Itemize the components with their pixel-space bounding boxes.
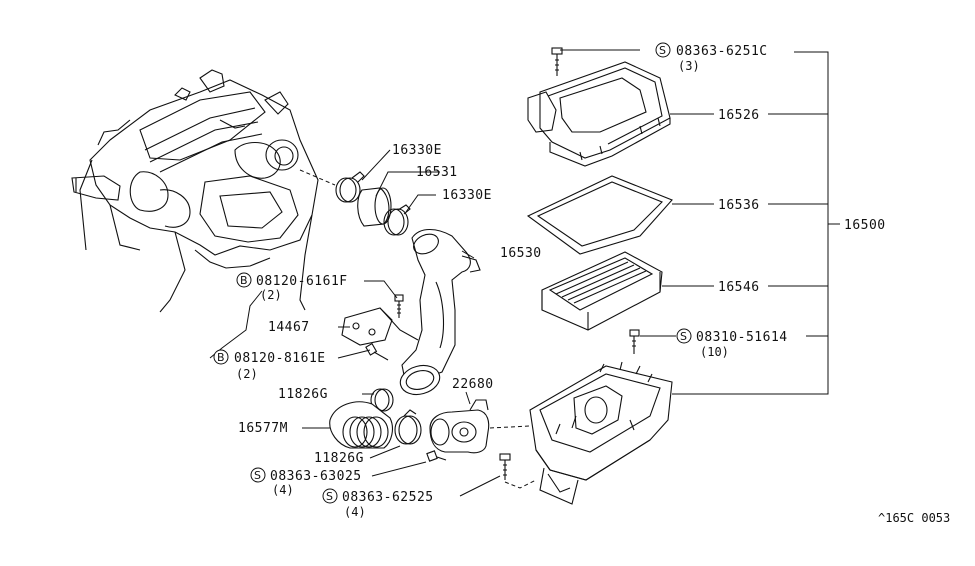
- label-16330E-bottom: 16330E: [442, 188, 492, 203]
- label-14467: 14467: [268, 320, 310, 335]
- callout-08363-63025: S 08363-63025 (4): [250, 467, 362, 497]
- screw-symbol: S: [326, 490, 333, 503]
- bolt-08120-8161E-icon: [365, 342, 389, 361]
- qty-08120-8161E: (2): [236, 367, 258, 381]
- filter-element-16546: [541, 251, 663, 331]
- label-08363-63025: 08363-63025: [270, 469, 362, 484]
- label-08120-8161E: 08120-8161E: [234, 351, 326, 366]
- qty-08120-6161F: (2): [260, 288, 282, 302]
- screw-08310-51614-icon: [629, 329, 640, 354]
- label-22680: 22680: [452, 377, 494, 392]
- qty-08363-6251C: (3): [678, 59, 700, 73]
- callout-08120-8161E: B 08120-8161E (2): [213, 349, 326, 381]
- bolt-08120-6161F-icon: [394, 294, 404, 318]
- label-16526: 16526: [718, 108, 760, 123]
- label-11826G-bottom: 11826G: [314, 451, 364, 466]
- label-16536: 16536: [718, 198, 760, 213]
- label-08363-6251C: 08363-6251C: [676, 44, 768, 59]
- clamp-16330E-top: [335, 171, 365, 203]
- air-cleaner-lower-case: [529, 361, 673, 505]
- bolt-symbol: B: [240, 274, 248, 287]
- label-11826G-top: 11826G: [278, 387, 328, 402]
- screw-symbol: S: [254, 469, 261, 482]
- clamp-11826G-bottom: [394, 409, 422, 445]
- connector-dash: [489, 425, 531, 429]
- label-16531: 16531: [416, 165, 458, 180]
- label-08310-51614: 08310-51614: [696, 330, 788, 345]
- bolt-symbol: B: [217, 351, 225, 364]
- gasket-16536: [526, 175, 673, 255]
- clamp-16330E-bottom: [383, 204, 411, 236]
- callout-08310-51614: S 08310-51614 (10): [676, 328, 788, 359]
- hose-16577M: [329, 401, 393, 449]
- screw-08363-62525-icon: [499, 453, 511, 480]
- screw-symbol: S: [680, 330, 687, 343]
- air-cleaner-cover-16526: [527, 61, 671, 167]
- bracket-14467: [341, 307, 419, 346]
- screw-08363-6251C-icon: [551, 47, 563, 76]
- qty-08363-63025: (4): [272, 483, 294, 497]
- hose-16531: [357, 187, 392, 227]
- qty-08363-62525: (4): [344, 505, 366, 519]
- engine-illustration: [71, 69, 319, 313]
- label-16500: 16500: [844, 218, 886, 233]
- diagram-reference: ^165C 0053: [878, 511, 950, 525]
- connector-dash: [299, 169, 336, 186]
- label-16577M: 16577M: [238, 421, 288, 436]
- callout-08363-62525: S 08363-62525 (4): [322, 488, 434, 519]
- qty-08310-51614: (10): [700, 345, 729, 359]
- label-16546: 16546: [718, 280, 760, 295]
- screw-symbol: S: [659, 44, 666, 57]
- callout-08120-6161F: B 08120-6161F (2): [236, 272, 348, 302]
- label-16530: 16530: [500, 246, 542, 261]
- callout-08363-6251C: S 08363-6251C (3): [655, 42, 768, 73]
- label-08363-62525: 08363-62525: [342, 490, 434, 505]
- label-16330E-top: 16330E: [392, 143, 442, 158]
- screw-08363-63025-icon: [426, 450, 447, 462]
- airflow-meter-22680: [429, 399, 490, 454]
- label-08120-6161F: 08120-6161F: [256, 274, 348, 289]
- connector-dash: [504, 479, 537, 489]
- intake-duct-16530: [399, 228, 481, 396]
